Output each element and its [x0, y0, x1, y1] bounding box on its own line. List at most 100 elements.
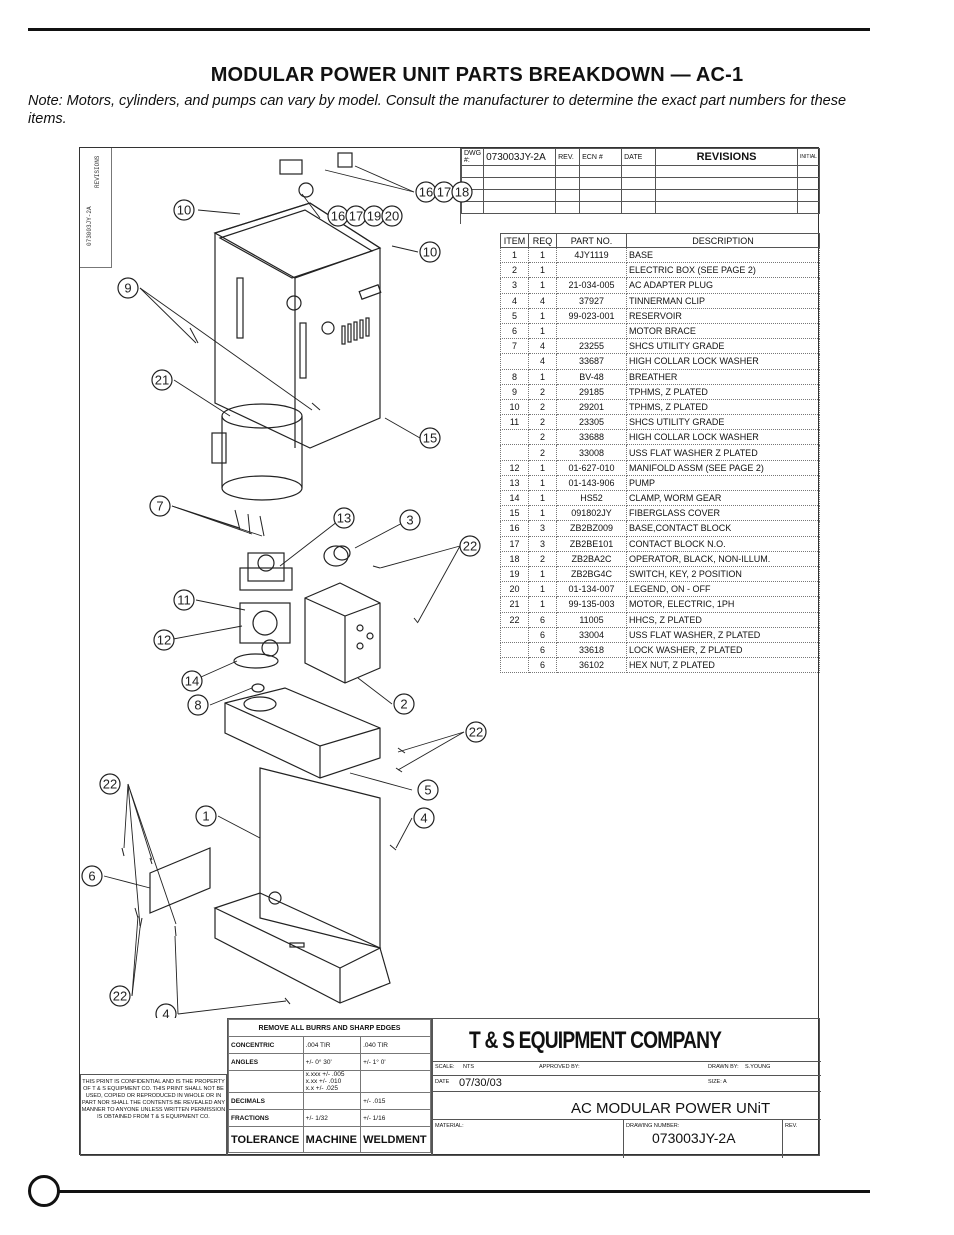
tolerance-label: CONCENTRIC [228, 1036, 304, 1054]
callout-circle [149, 495, 171, 517]
callout-circle [155, 1003, 177, 1018]
callout-bubble: 11 [173, 589, 195, 611]
rev-label: REV. [785, 1123, 798, 1129]
drawn-value: S.YOUNG [745, 1064, 771, 1070]
company-name: T & S EQUIPMENT COMPANY [469, 1027, 722, 1054]
callout-label: 4 [162, 1007, 169, 1019]
callout-bubble: 2 [393, 693, 415, 715]
callout-label: 14 [185, 674, 199, 689]
callout-bubble: 14 [181, 670, 203, 692]
tolerance-block: REMOVE ALL BURRS AND SHARP EDGES CONCENT… [227, 1018, 432, 1156]
tolerance-label: ANGLES [228, 1053, 304, 1071]
tolerance-row: ANGLES+/- 0° 30'+/- 1° 0' [228, 1053, 431, 1071]
tolerance-row: FRACTIONS+/- 1/32+/- 1/16 [228, 1109, 431, 1127]
page-number-circle [28, 1175, 60, 1207]
scale-value: NTS [463, 1064, 474, 1070]
callout-label: 10 [177, 203, 191, 218]
drawing-number-label: DRAWING NUMBER: [626, 1123, 680, 1129]
tolerance-weld [360, 1070, 431, 1093]
callout-bubble: 6 [81, 865, 103, 887]
material-row: MATERIAL: DRAWING NUMBER: 073003JY-2A RE… [433, 1119, 821, 1158]
callout-circle [399, 509, 421, 531]
callout-label: 18 [455, 185, 469, 200]
cell-desc: HEX NUT, Z PLATED [626, 657, 820, 674]
callout-circle [173, 589, 195, 611]
callout-bubble: 22 [459, 535, 481, 557]
callout-label: 12 [157, 633, 171, 648]
machine-label: MACHINE [302, 1126, 362, 1153]
drawing-number: 073003JY-2A [652, 1130, 736, 1146]
callout-bubble: 13 [333, 507, 355, 529]
callout-bubble: 16 [327, 205, 349, 227]
callout-label: 13 [337, 511, 351, 526]
callout-bubble: 17 [433, 181, 455, 203]
callout-circle [81, 865, 103, 887]
tolerance-machine: +/- 1/32 [302, 1109, 362, 1127]
callout-label: 2 [400, 697, 407, 712]
bottom-rule [56, 1190, 870, 1193]
callout-circle [117, 277, 139, 299]
callout-label: 6 [88, 869, 95, 884]
tolerance-row: x.xxx +/- .005 x.xx +/- .010 x.x +/- .02… [228, 1070, 431, 1093]
callout-label: 22 [469, 725, 483, 740]
callout-circle [381, 205, 403, 227]
confidential-notice: THIS PRINT IS CONFIDENTIAL AND IS THE PR… [80, 1074, 227, 1156]
callout-circle [195, 805, 217, 827]
callout-bubble: 4 [413, 807, 435, 829]
tolerance-machine [302, 1092, 362, 1110]
callout-circle [413, 807, 435, 829]
tolerance-weld: .040 TIR [360, 1036, 431, 1054]
callout-bubble: 19 [363, 205, 385, 227]
callout-label: 17 [349, 209, 363, 224]
fasteners [121, 327, 419, 1005]
revisions-label: REVISIONS [655, 148, 798, 166]
callout-circle [173, 199, 195, 221]
callout-bubble: 5 [417, 779, 439, 801]
cell-req: 6 [528, 657, 557, 674]
electric-motor [211, 403, 303, 501]
callout-bubble: 9 [117, 277, 139, 299]
tolerance-label: FRACTIONS [228, 1109, 304, 1127]
callout-bubble: 22 [109, 985, 131, 1007]
callout-bubble: 17 [345, 205, 367, 227]
callout-label: 20 [385, 209, 399, 224]
tolerance-label: TOLERANCE [228, 1126, 304, 1153]
date-value: 07/30/03 [459, 1077, 502, 1089]
date-row: DATE 07/30/03 SIZE: A [433, 1075, 821, 1091]
callout-bubble: 16 [415, 181, 437, 203]
scale-label: SCALE: [435, 1064, 455, 1070]
callout-label: 9 [124, 281, 131, 296]
callout-circle [333, 507, 355, 529]
drawing-number-cell: DRAWING NUMBER: 073003JY-2A [623, 1120, 783, 1158]
page-note: Note: Motors, cylinders, and pumps can v… [28, 93, 847, 127]
callout-circle [151, 369, 173, 391]
callout-circle [419, 427, 441, 449]
weldment-label: WELDMENT [360, 1126, 431, 1153]
tolerance-row: CONCENTRIC.004 TIR.040 TIR [228, 1036, 431, 1054]
callout-circle [459, 535, 481, 557]
tolerance-header: REMOVE ALL BURRS AND SHARP EDGES [228, 1019, 431, 1037]
callout-label: 8 [194, 698, 201, 713]
cell-part: 36102 [556, 657, 627, 674]
callout-bubble: 18 [451, 181, 473, 203]
contact-blocks [279, 152, 353, 198]
electric-box [304, 582, 381, 684]
callout-circle [181, 670, 203, 692]
title-row: AC MODULAR POWER UNiT [433, 1091, 821, 1119]
callout-bubble: 10 [419, 241, 441, 263]
callout-bubble: 7 [149, 495, 171, 517]
callout-label: 15 [423, 431, 437, 446]
motor-brace [149, 847, 211, 914]
fiberglass-cover [213, 202, 382, 449]
callout-circle [153, 629, 175, 651]
tolerance-machine: .004 TIR [302, 1036, 362, 1054]
page-title: MODULAR POWER UNIT PARTS BREAKDOWN — AC-… [210, 64, 744, 86]
callout-label: 1 [202, 809, 209, 824]
